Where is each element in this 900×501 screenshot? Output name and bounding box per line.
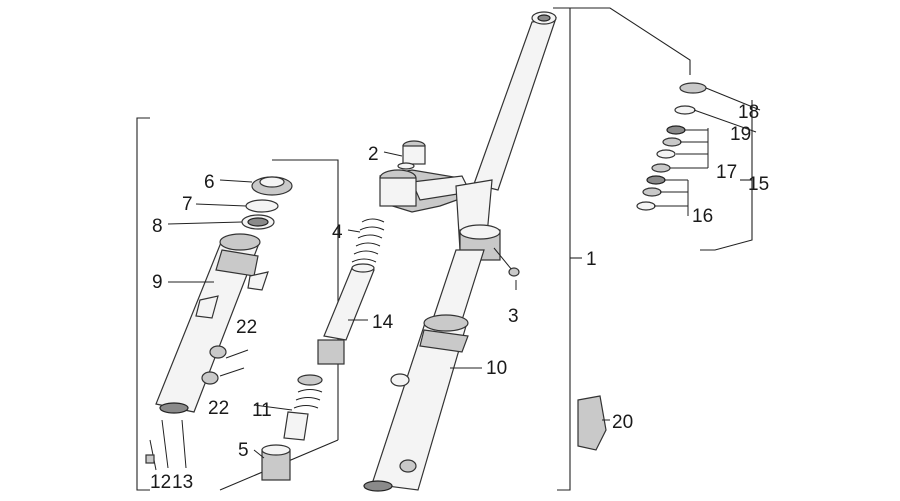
label-6: 6 (204, 172, 215, 193)
label-4: 4 (332, 222, 343, 243)
label-7: 7 (182, 194, 193, 215)
label-12: 12 (150, 472, 171, 493)
label-22-upper: 22 (236, 317, 257, 338)
bracket-1 (553, 7, 571, 491)
label-5: 5 (238, 440, 249, 461)
label-20: 20 (612, 412, 633, 433)
label-14: 14 (372, 312, 394, 333)
bracket-headset (570, 7, 691, 75)
steering-stem (379, 11, 557, 321)
label-19: 19 (730, 124, 751, 145)
leader-lines (161, 151, 610, 469)
label-16: 16 (692, 206, 713, 227)
left-fork-leg (155, 233, 269, 414)
label-17: 17 (716, 162, 737, 183)
label-8: 8 (152, 216, 163, 237)
mounting-plate (577, 395, 607, 451)
bracket-left-leg (136, 117, 150, 491)
bracket-inner (272, 159, 339, 180)
bolts (145, 349, 249, 471)
label-2: 2 (368, 144, 379, 165)
bracket-headset-right (700, 100, 753, 251)
label-1: 1 (586, 249, 597, 270)
label-3: 3 (508, 306, 519, 327)
label-10: 10 (486, 358, 507, 379)
label-11: 11 (252, 400, 272, 421)
label-13: 13 (172, 472, 193, 493)
label-18: 18 (738, 102, 759, 123)
label-9: 9 (152, 272, 163, 293)
inner-cartridge (261, 140, 426, 481)
label-22-lower: 22 (208, 398, 229, 419)
fork-seals (241, 176, 293, 230)
headset-bearings (636, 82, 761, 216)
label-15: 15 (748, 174, 769, 195)
right-fork-leg (363, 314, 469, 492)
